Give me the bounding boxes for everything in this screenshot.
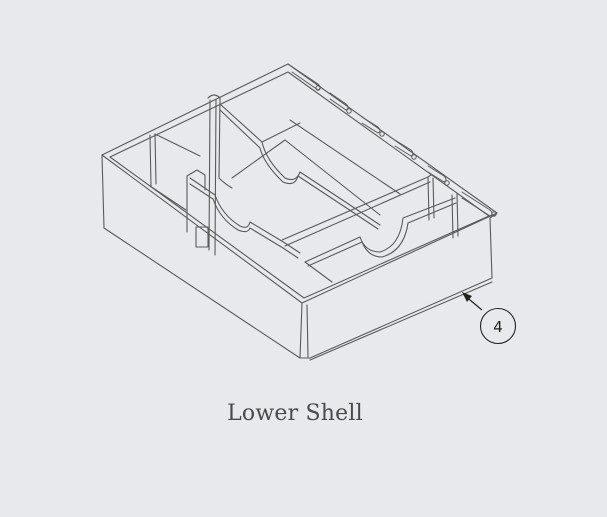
figure-caption: Lower Shell	[227, 401, 363, 426]
front-divider	[186, 169, 301, 259]
center-divider	[207, 94, 401, 256]
callout-4: 4	[462, 292, 517, 345]
tray-outer-rim	[101, 63, 498, 361]
left-compartment	[149, 133, 201, 211]
callout-label: 4	[493, 318, 503, 336]
right-dividers	[281, 174, 459, 283]
hinge-knuckles	[287, 63, 497, 217]
